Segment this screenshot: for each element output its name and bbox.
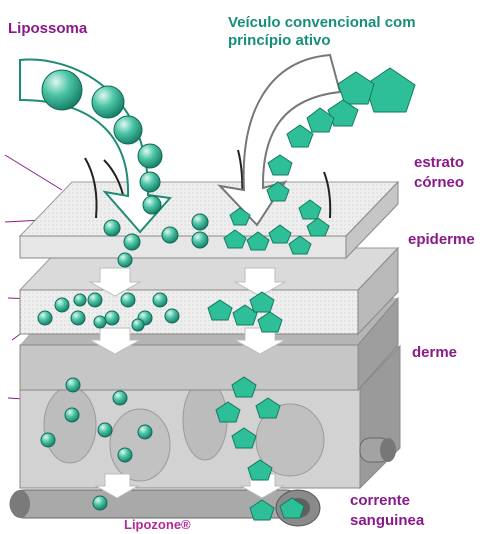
conventional-vehicle-label-line2: princípio ativo (228, 32, 331, 49)
stratum-corneum-layer (20, 182, 398, 258)
brand-label: Lipozone® (124, 516, 191, 533)
epidermis-label: epiderme (408, 231, 475, 248)
conventional-vehicle-label-line1: Veículo convencional com (228, 14, 416, 31)
liposome-label: Lipossoma (8, 20, 87, 37)
bloodstream-label-line1: corrente (350, 492, 410, 509)
stratum-corneum-label-line2: córneo (414, 174, 464, 191)
bloodstream-label-line2: sanguinea (350, 512, 424, 529)
dermis-label: derme (412, 344, 457, 361)
stratum-corneum-label-line1: estrato (414, 154, 464, 171)
